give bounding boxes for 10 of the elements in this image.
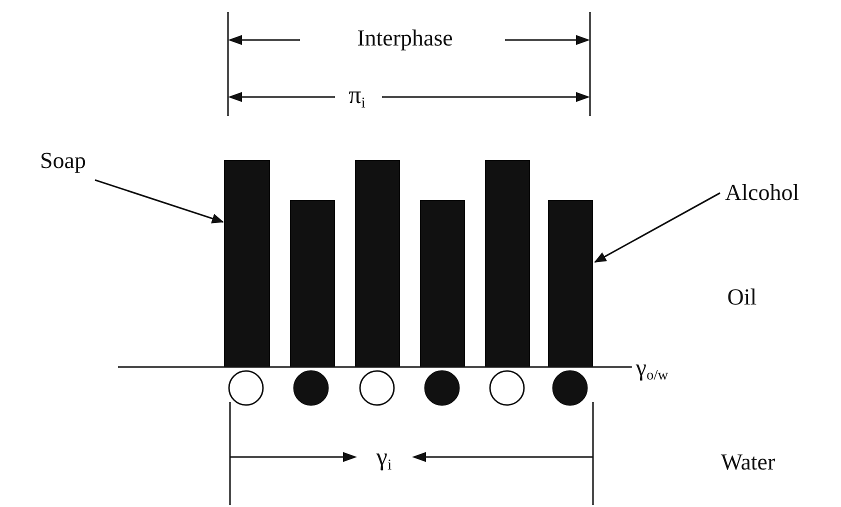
part-label: Alcohol — [725, 180, 800, 206]
tail-bar — [355, 160, 400, 367]
tail-bar — [485, 160, 530, 367]
leader-line — [594, 192, 720, 263]
tail-bar — [290, 200, 335, 367]
tail-bar — [548, 200, 593, 367]
part-label: Soap — [40, 148, 86, 174]
tail-bar — [420, 200, 465, 367]
leader-line — [94, 179, 224, 224]
tail-bar — [224, 160, 270, 367]
